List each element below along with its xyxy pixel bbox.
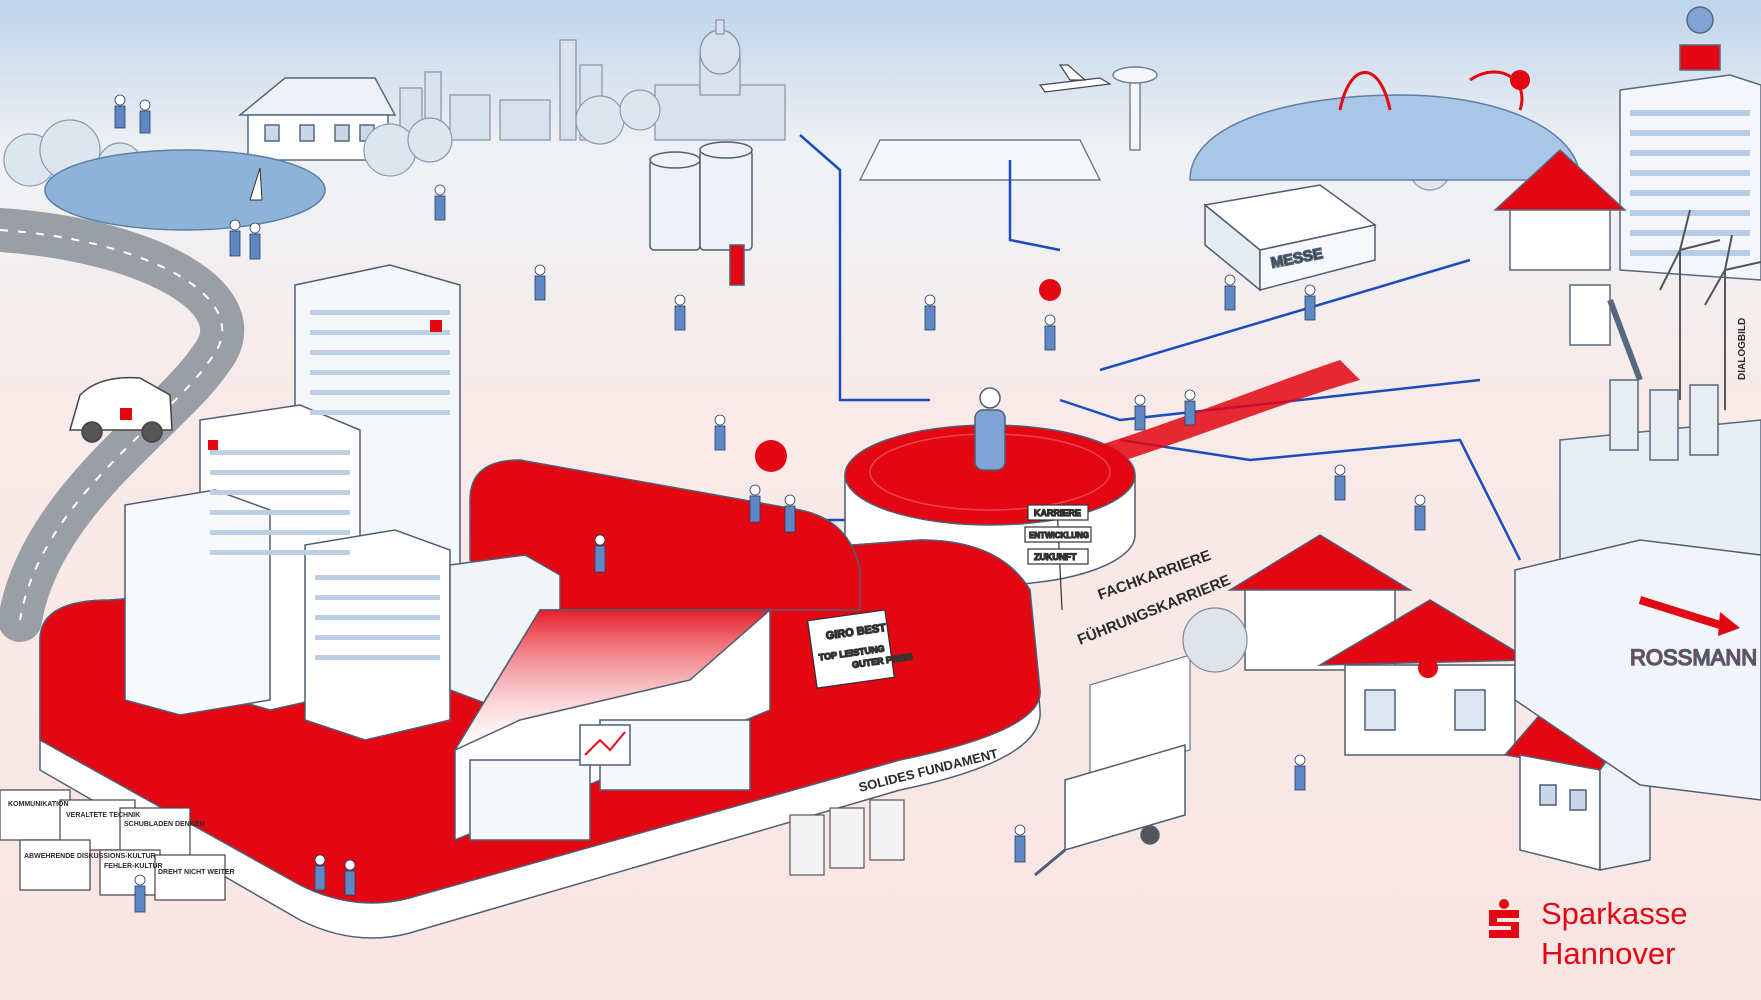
sparkasse-s-icon [1489, 899, 1519, 938]
red-carpet [1100, 360, 1360, 465]
problem-boxes [0, 789, 226, 901]
sign-entwicklung: ENTWICKLUNG [1029, 531, 1089, 540]
rossmann-building: ROSSMANN [1514, 539, 1761, 801]
career-signpost: KARRIERE ENTWICKLUNG ZUKUNFT [1024, 504, 1092, 611]
box-label-5: FEHLER-KULTUR [104, 863, 163, 870]
box-label-1: KOMMUNIKATION [8, 801, 69, 808]
sign-karriere: KARRIERE [1034, 508, 1081, 518]
sparkasse-emblems [755, 70, 1530, 678]
houses-right [1227, 534, 1533, 756]
house-top-right [1493, 148, 1627, 271]
trailer [1034, 744, 1186, 877]
wind-turbines [1659, 209, 1761, 410]
sailboat [249, 167, 263, 201]
tree-garden [1182, 607, 1248, 673]
lake [44, 149, 326, 231]
airplane [1038, 64, 1112, 93]
box-label-6: DREHT NICHT WEITER [158, 869, 235, 876]
sign-zukunft: ZUKUNFT [1034, 552, 1077, 562]
messe-building: MESSE [1203, 184, 1377, 292]
box-label-3: SCHUBLADEN DENKEN [124, 821, 205, 828]
people [114, 94, 1426, 913]
house-on-platform [453, 609, 772, 842]
fence [1089, 654, 1191, 776]
brand-name: Sparkasse [1541, 896, 1688, 931]
box-label-4: ABWEHRENDE DISKUSSIONS-KULTUR [24, 853, 156, 860]
car [69, 376, 173, 443]
box-label-2: VERALTETE TECHNIK [66, 812, 140, 819]
network-lines [790, 134, 1522, 561]
villa [237, 77, 397, 161]
airport [858, 66, 1158, 181]
dialogbild-credit: DIALOGBILD [1737, 318, 1748, 380]
billboard: GIRO BEST TOP LEISTUNG GUTER PREIS [806, 609, 914, 689]
office-towers [124, 264, 561, 741]
office-tower-right [1619, 6, 1761, 281]
brand-logo-block: Sparkasse Hannover [1483, 894, 1743, 994]
silos [649, 141, 753, 286]
rossmann-sign: ROSSMANN [1630, 645, 1757, 670]
globe [1189, 94, 1581, 181]
server-racks [789, 799, 905, 876]
playground-slide [1569, 284, 1643, 382]
power-plant [1559, 379, 1761, 561]
brand-city: Hannover [1541, 936, 1676, 971]
